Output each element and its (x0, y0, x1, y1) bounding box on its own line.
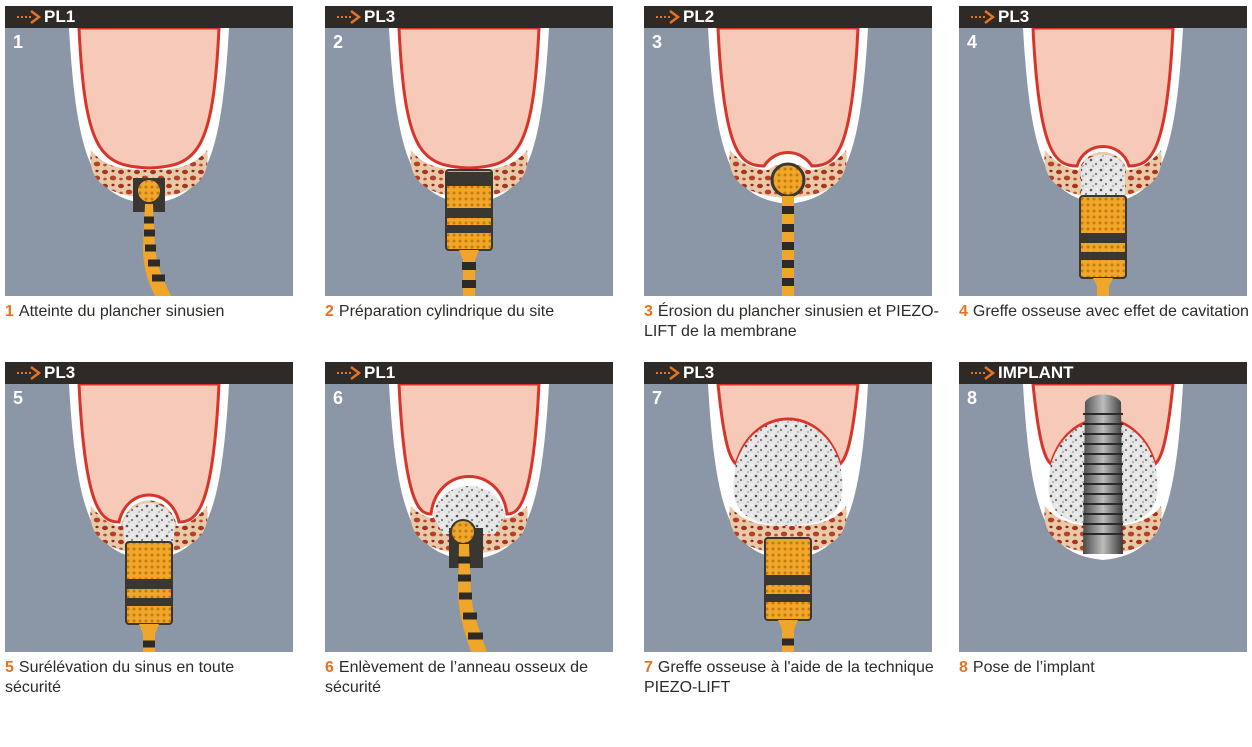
caption-text: Atteinte du plancher sinusien (19, 303, 224, 320)
step-illustration (325, 384, 613, 652)
step-illustration (325, 28, 613, 296)
step-caption: 2 Préparation cylindrique du site (325, 302, 585, 322)
step-tag: PL3 (998, 6, 1029, 28)
step-number: 5 (13, 388, 23, 409)
arrow-icon (335, 362, 365, 384)
caption-number: 2 (325, 303, 334, 320)
caption-number: 5 (5, 659, 14, 676)
step-illustration (5, 384, 293, 652)
step-header: PL1 (5, 6, 293, 28)
step-header: PL3 (644, 362, 932, 384)
step-number: 8 (967, 388, 977, 409)
step-illustration (959, 28, 1247, 296)
arrow-icon (15, 6, 45, 28)
step-number: 1 (13, 32, 23, 53)
arrow-icon (969, 362, 999, 384)
step-tag: PL3 (44, 362, 75, 384)
caption-text: Pose de l’implant (973, 659, 1095, 676)
arrow-icon (969, 6, 999, 28)
caption-number: 6 (325, 659, 334, 676)
step-tag: IMPLANT (998, 362, 1074, 384)
step-tag: PL3 (683, 362, 714, 384)
step-header: IMPLANT (959, 362, 1247, 384)
step-illustration (644, 384, 932, 652)
step-number: 3 (652, 32, 662, 53)
step-header: PL2 (644, 6, 932, 28)
caption-text: Érosion du plancher sinusien et PIEZO-LI… (644, 303, 939, 340)
step-header: PL3 (5, 362, 293, 384)
caption-number: 1 (5, 303, 14, 320)
step-number: 4 (967, 32, 977, 53)
caption-number: 4 (959, 303, 968, 320)
step-caption: 1 Atteinte du plancher sinusien (5, 302, 305, 322)
step-tag: PL2 (683, 6, 714, 28)
step-illustration (959, 384, 1247, 652)
step-header: PL3 (959, 6, 1247, 28)
arrow-icon (335, 6, 365, 28)
arrow-icon (654, 6, 684, 28)
step-tag: PL1 (364, 362, 395, 384)
arrow-icon (15, 362, 45, 384)
caption-text: Greffe osseuse avec effet de cavitation (973, 303, 1249, 320)
step-illustration (644, 28, 932, 296)
caption-number: 3 (644, 303, 653, 320)
step-number: 2 (333, 32, 343, 53)
step-caption: 4 Greffe osseuse avec effet de cavitation (959, 302, 1249, 322)
step-tag: PL3 (364, 6, 395, 28)
caption-text: Enlèvement de l’anneau osseux de sécurit… (325, 659, 588, 696)
caption-text: Surélévation du sinus en toute sécurité (5, 659, 234, 696)
step-tag: PL1 (44, 6, 75, 28)
step-caption: 8 Pose de l’implant (959, 658, 1249, 678)
step-header: PL3 (325, 6, 613, 28)
step-illustration (5, 28, 293, 296)
step-number: 7 (652, 388, 662, 409)
caption-text: Préparation cylindrique du site (339, 303, 554, 320)
caption-number: 8 (959, 659, 968, 676)
step-number: 6 (333, 388, 343, 409)
caption-number: 7 (644, 659, 653, 676)
step-header: PL1 (325, 362, 613, 384)
caption-text: Greffe osseuse à l'aide de la technique … (644, 659, 934, 696)
arrow-icon (654, 362, 684, 384)
